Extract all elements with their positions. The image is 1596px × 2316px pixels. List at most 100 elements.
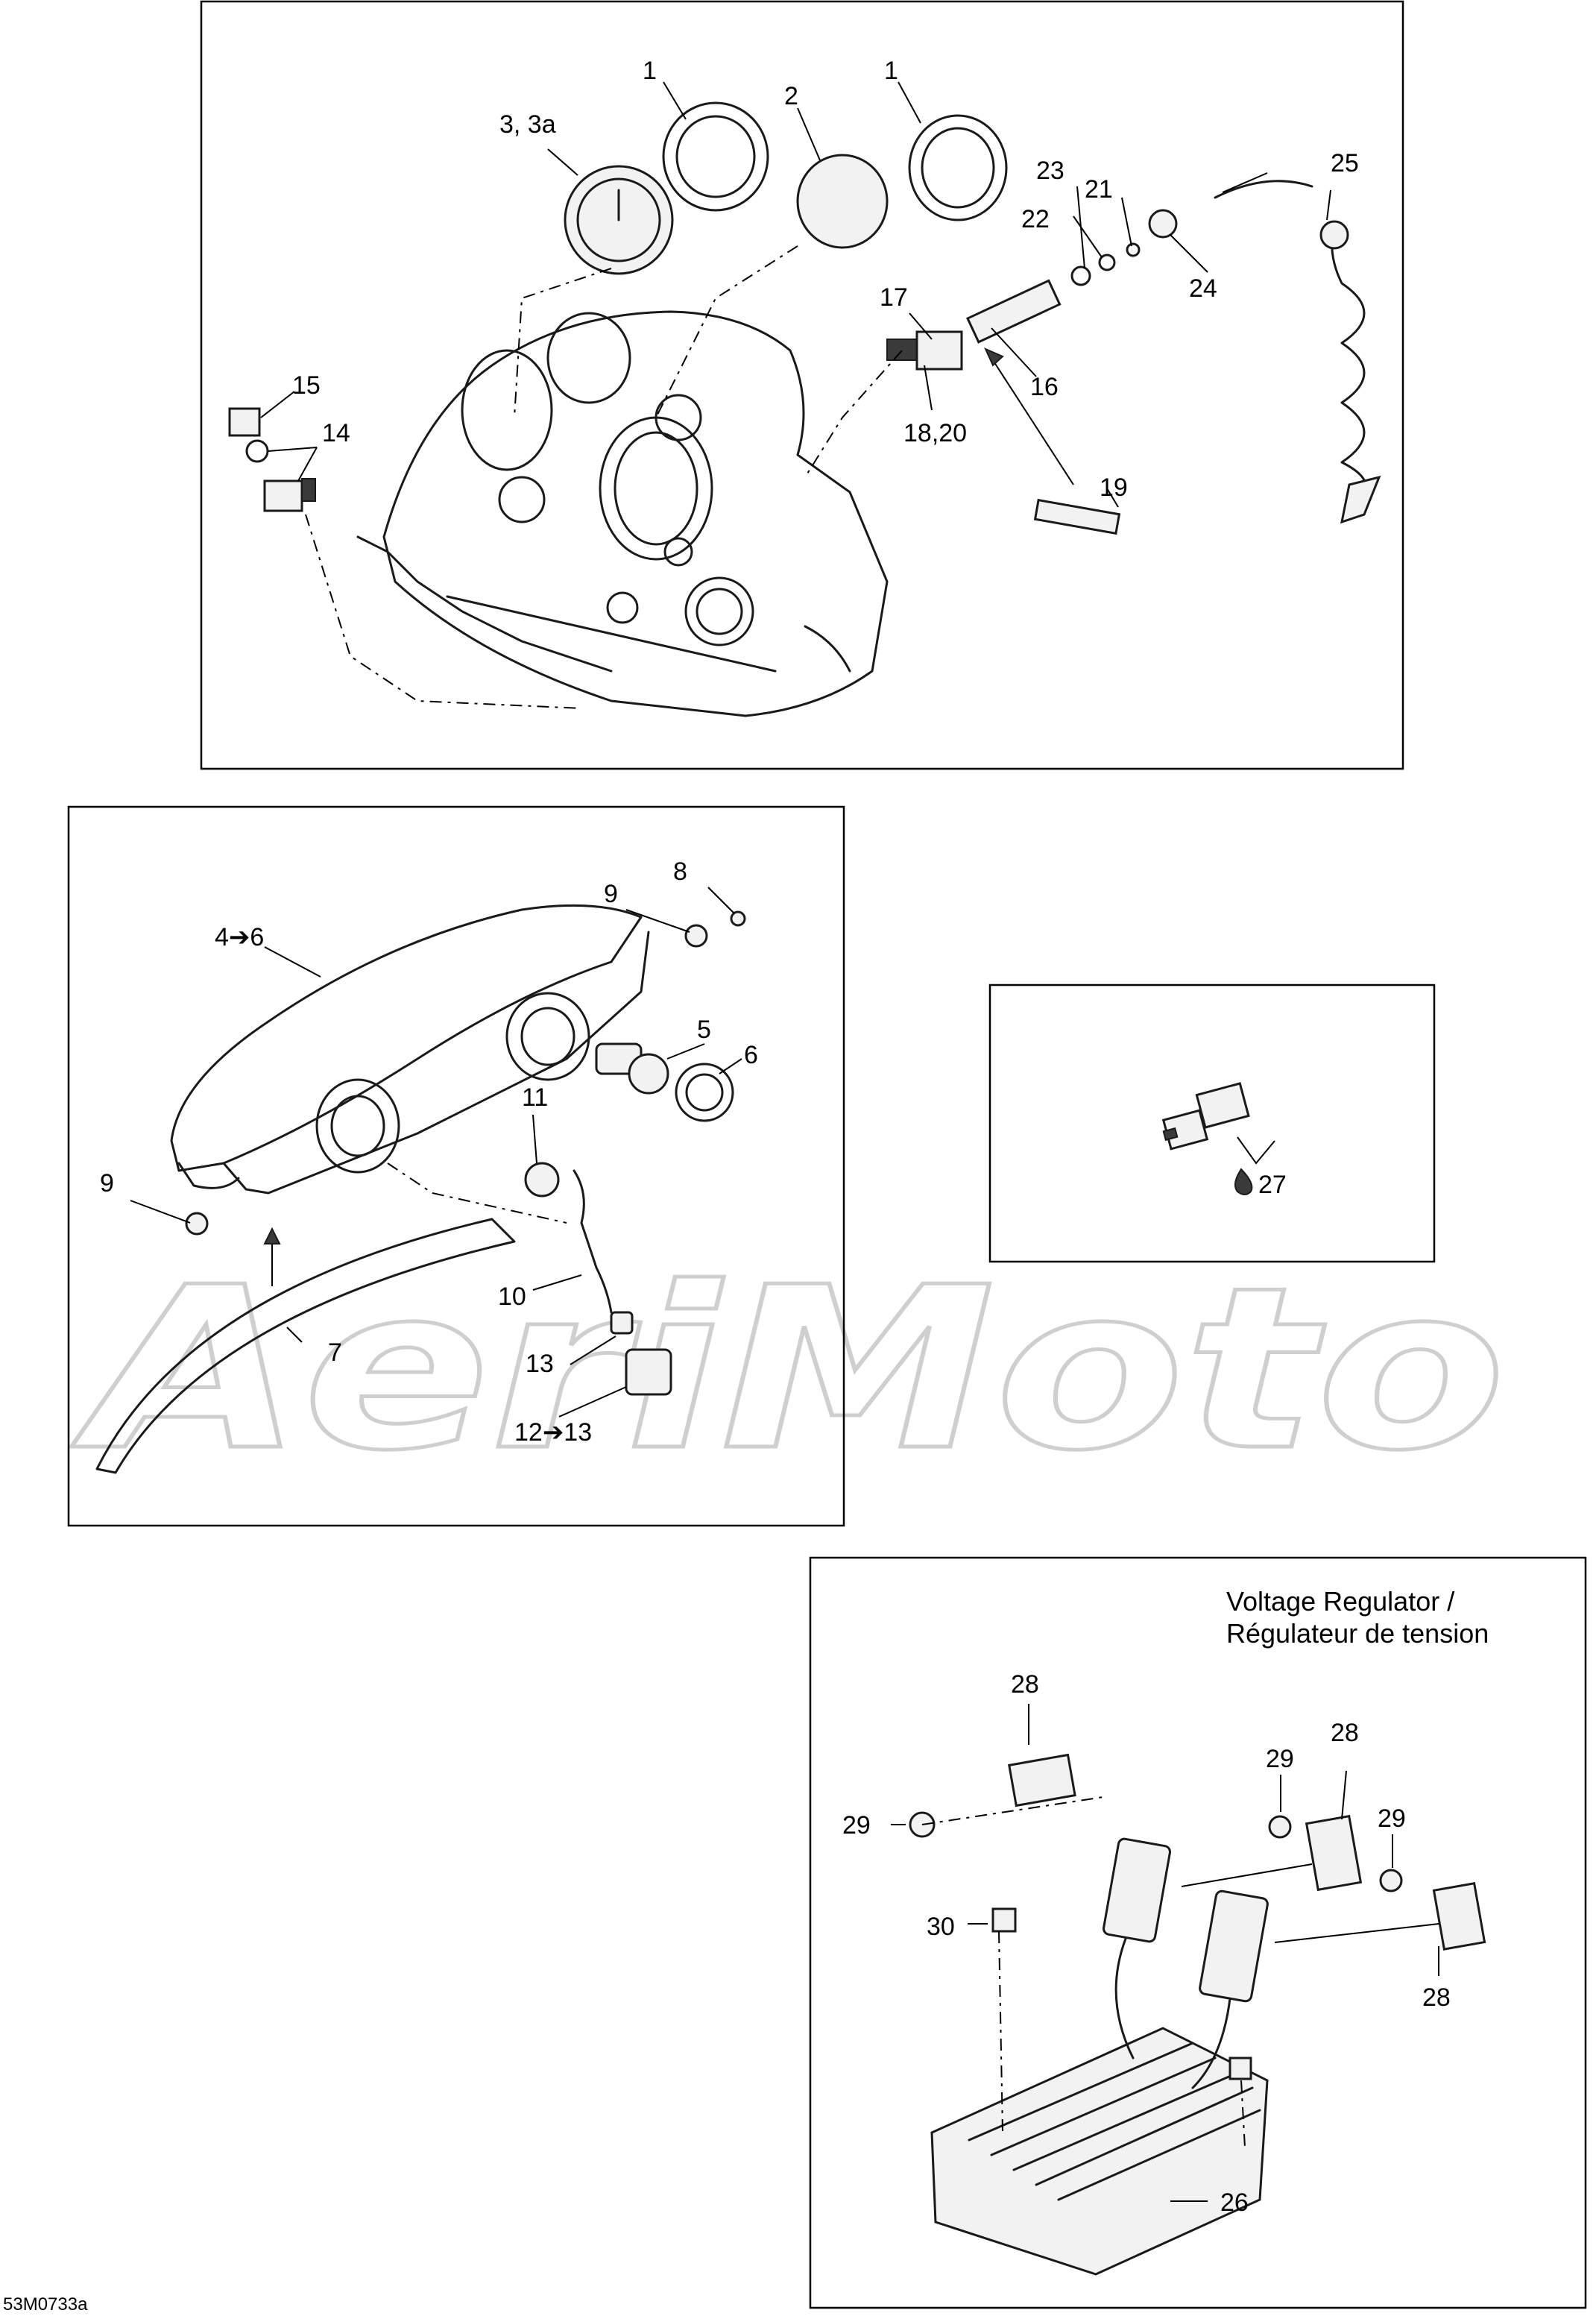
key-switch-drawing <box>886 209 1178 535</box>
panel-frame <box>809 1556 1587 2309</box>
callout-14: 14 <box>322 419 350 447</box>
leader-line <box>532 1114 537 1164</box>
callout-26: 26 <box>1220 2188 1249 2217</box>
grommets-and-tube-drawing <box>185 910 746 1396</box>
leader-line <box>797 107 821 161</box>
leader-line <box>268 447 318 452</box>
assembly-line <box>921 1796 1104 1825</box>
arrowhead <box>984 347 1004 367</box>
callout-22: 22 <box>1021 205 1050 233</box>
grease-drop-icon <box>1234 1168 1253 1195</box>
leader-line <box>719 1058 742 1074</box>
leader-line <box>286 1327 303 1343</box>
callout-9a: 9 <box>604 880 618 908</box>
leader-line <box>909 312 933 340</box>
callout-1a: 1 <box>643 57 657 85</box>
callout-29a: 29 <box>842 1811 871 1840</box>
callout-5: 5 <box>697 1016 711 1044</box>
panel-connector: 27 <box>988 984 1436 1263</box>
arrow <box>991 357 1074 485</box>
callout-8: 8 <box>673 858 687 886</box>
callout-16: 16 <box>1030 373 1059 401</box>
callout-30: 30 <box>927 1913 955 1941</box>
callout-24: 24 <box>1189 274 1217 303</box>
gauge-drawing <box>564 165 674 275</box>
callout-28b: 28 <box>1331 1719 1359 1747</box>
arrow <box>1222 172 1268 193</box>
arrow <box>1181 1863 1313 1887</box>
panel-frame <box>988 984 1436 1263</box>
leader-line <box>707 887 735 914</box>
callout-15: 15 <box>292 371 321 400</box>
callout-7: 7 <box>328 1338 342 1367</box>
callout-1b: 1 <box>884 57 898 85</box>
console-body-drawing <box>356 310 889 717</box>
callout-19: 19 <box>1100 473 1128 502</box>
leader-line <box>1073 215 1103 258</box>
regulator-body-drawing <box>930 2027 1269 2276</box>
callout-11: 11 <box>522 1083 548 1112</box>
callout-17: 17 <box>880 283 908 312</box>
callout-9b: 9 <box>100 1169 114 1198</box>
panel-headlight: 4➔6 9 8 5 6 11 9 10 7 13 12➔13 <box>67 805 845 1527</box>
regulator-harness-drawing <box>1103 1837 1269 2089</box>
callout-27: 27 <box>1258 1171 1287 1199</box>
callout-28a: 28 <box>1011 1670 1039 1699</box>
lens-cover <box>796 154 889 249</box>
assembly-line <box>655 245 798 418</box>
leader-line <box>898 81 921 124</box>
leader-line <box>570 1335 616 1365</box>
bezel-ring-right <box>908 114 1008 221</box>
leader-line <box>130 1200 191 1224</box>
callout-29b: 29 <box>1266 1745 1294 1773</box>
assembly-line <box>305 514 582 709</box>
callout-18-20: 18,20 <box>903 419 967 447</box>
brackets-and-screws-drawing <box>909 1753 1486 2080</box>
leader-line <box>260 391 295 418</box>
leader-line <box>663 81 687 120</box>
voltage-regulator-title-en: Voltage Regulator / <box>1226 1586 1454 1617</box>
callout-28c: 28 <box>1422 1983 1451 2012</box>
callout-21: 21 <box>1085 175 1113 204</box>
leader-line <box>558 1386 627 1417</box>
callout-29c: 29 <box>1378 1804 1406 1833</box>
bulb-and-cap-drawing <box>595 1042 734 1122</box>
leader-line <box>1106 488 1119 508</box>
leader-line <box>924 365 933 411</box>
headlight-housing-drawing <box>170 904 650 1195</box>
callout-25: 25 <box>1331 149 1359 177</box>
leader-line <box>1237 1136 1275 1165</box>
leader-line <box>264 946 321 978</box>
leader-line <box>547 148 578 176</box>
arrowhead <box>263 1227 281 1244</box>
leader-line <box>297 447 318 482</box>
reference-code: 53M0733a <box>3 2294 88 2315</box>
trim-strip-drawing <box>95 1218 516 1474</box>
assembly-line <box>387 1162 567 1224</box>
callout-2: 2 <box>784 82 798 110</box>
callout-3-3a: 3, 3a <box>499 110 556 139</box>
panel-voltage-regulator: Voltage Regulator / Régulateur de tensio… <box>809 1556 1587 2309</box>
assembly-line <box>1240 2080 1246 2148</box>
assembly-line <box>804 350 903 478</box>
callout-10: 10 <box>498 1283 526 1311</box>
tether-cord-drawing <box>1214 180 1381 524</box>
leader-line <box>991 327 1037 377</box>
callout-23: 23 <box>1036 157 1064 185</box>
voltage-regulator-title-fr: Régulateur de tension <box>1226 1618 1489 1649</box>
leader-line <box>666 1043 705 1060</box>
assembly-line <box>514 268 612 418</box>
arrow <box>1274 1923 1439 1943</box>
bezel-ring-left <box>662 101 769 212</box>
leader-line <box>1121 197 1132 247</box>
callout-13: 13 <box>526 1350 554 1378</box>
leader-line <box>532 1274 582 1291</box>
callout-6: 6 <box>744 1041 758 1069</box>
callout-4-6: 4➔6 <box>215 923 264 951</box>
panel-frame <box>67 805 845 1527</box>
leader-line <box>1326 189 1331 221</box>
small-switch-parts <box>228 407 316 512</box>
callout-12-13: 12➔13 <box>514 1418 592 1447</box>
leader-line <box>1341 1770 1347 1820</box>
